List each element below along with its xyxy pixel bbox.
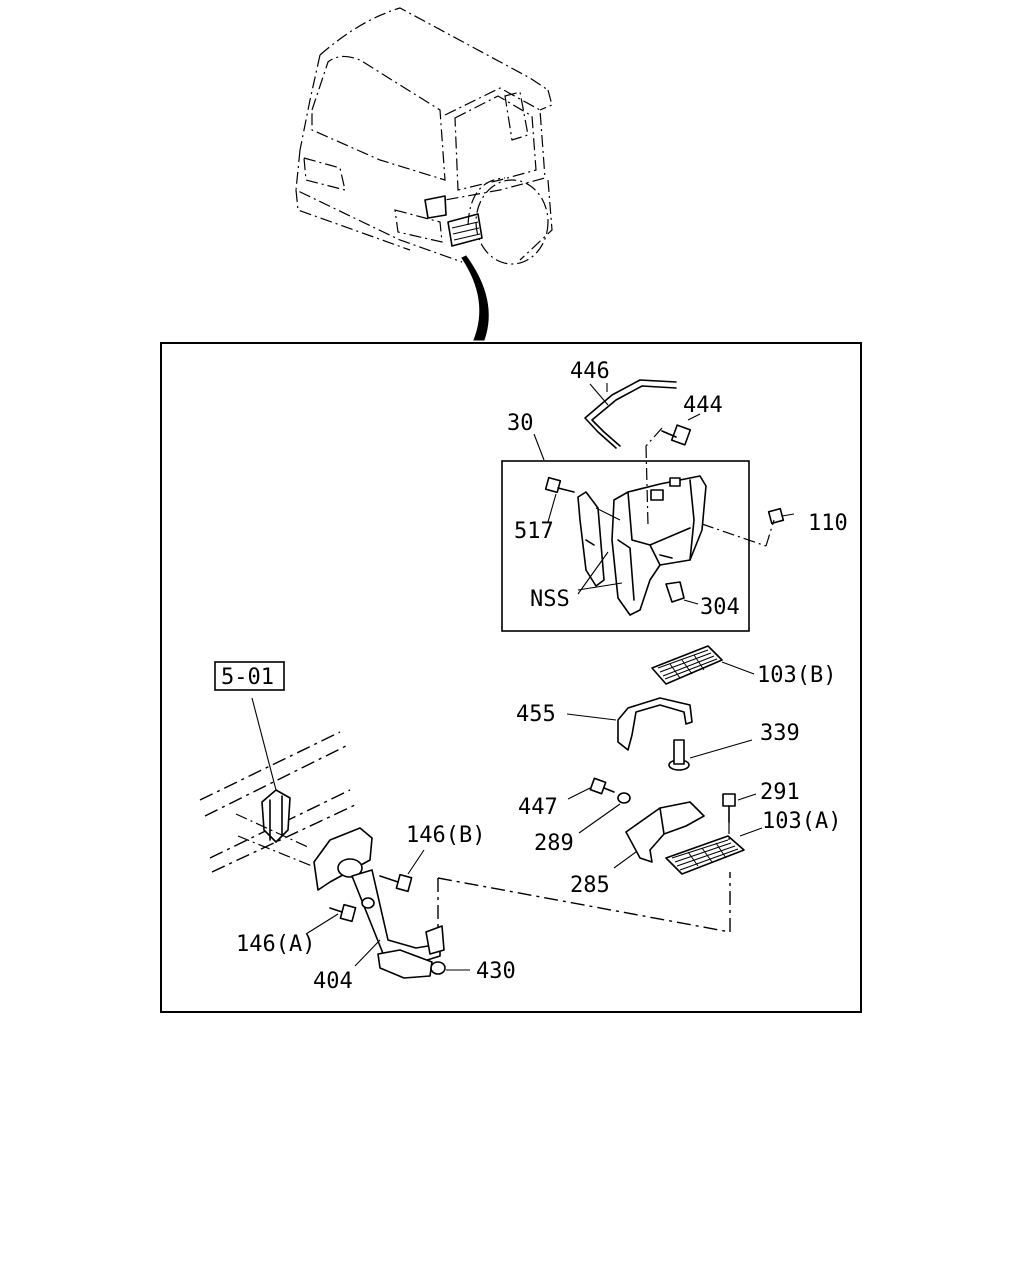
part-404-arm <box>313 827 445 979</box>
assembly-30-frame <box>501 460 750 632</box>
part-103a-tread <box>665 827 763 875</box>
part-110-screw <box>767 507 795 525</box>
part-285-bracket <box>613 801 705 869</box>
callout-446: 446 <box>570 359 610 384</box>
callout-146a: 146(A) <box>236 932 315 957</box>
ref-501-box <box>214 661 285 691</box>
callout-285: 285 <box>570 873 610 898</box>
part-339-pin <box>668 739 753 771</box>
leader-lines <box>437 383 775 933</box>
part-291-bolt <box>722 793 757 823</box>
part-146b-bolt <box>379 849 425 893</box>
part-455-bracket <box>566 697 693 751</box>
part-447-bolt <box>567 777 615 800</box>
callout-289: 289 <box>534 831 574 856</box>
callout-146b: 146(B) <box>406 823 485 848</box>
callout-447: 447 <box>518 795 558 820</box>
chassis-frame <box>199 697 356 873</box>
callout-103b: 103(B) <box>757 663 836 688</box>
truck-cab-overview <box>295 7 553 341</box>
callout-404: 404 <box>313 969 353 994</box>
part-446-wire <box>584 379 677 449</box>
assembly-30-bracket <box>577 475 707 616</box>
callout-nss: NSS <box>530 587 570 612</box>
part-289-washer <box>578 792 631 834</box>
callout-455: 455 <box>516 702 556 727</box>
detail-frame <box>160 342 862 1013</box>
callout-103a: 103(A) <box>762 809 841 834</box>
callout-304: 304 <box>700 595 740 620</box>
callout-339: 339 <box>760 721 800 746</box>
callout-110: 110 <box>808 511 848 536</box>
callout-291: 291 <box>760 780 800 805</box>
callout-30: 30 <box>507 411 534 436</box>
callout-444: 444 <box>683 393 723 418</box>
callout-5-01[interactable]: 5-01 <box>221 665 274 690</box>
callout-517: 517 <box>514 519 554 544</box>
part-517-screw <box>544 476 575 494</box>
part-444-bolt <box>661 413 701 446</box>
part-103b-tread <box>651 645 755 685</box>
part-146a-bolt <box>305 903 357 935</box>
callout-430: 430 <box>476 959 516 984</box>
part-430-nut <box>430 961 470 975</box>
